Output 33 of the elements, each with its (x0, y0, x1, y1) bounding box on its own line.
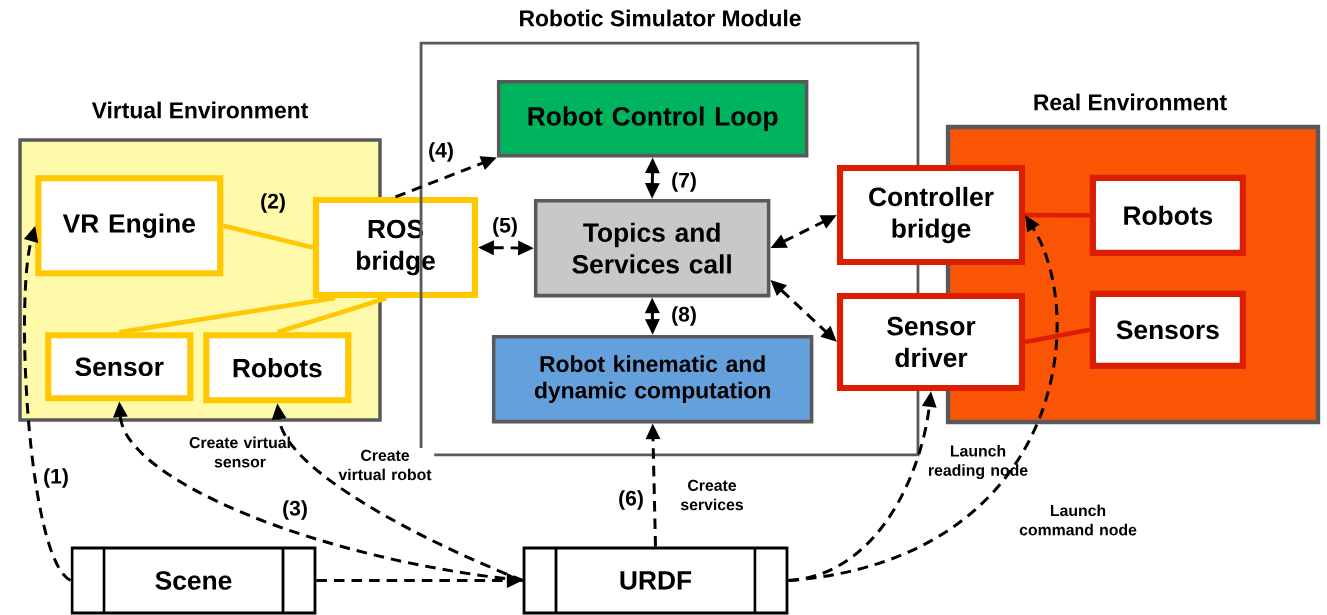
connector-line (222, 223, 314, 250)
process-box: Robots (203, 332, 352, 404)
connector-line (276, 295, 388, 335)
step-number: (2) (261, 193, 285, 213)
step-number: (4) (429, 142, 453, 162)
step-number: (6) (619, 490, 643, 510)
panel-title: Robotic Simulator Module (520, 9, 801, 27)
data-store: URDF (522, 546, 789, 615)
process-box: VR Engine (35, 175, 224, 277)
process-box: Robot kinematic and dynamic computation (491, 334, 814, 424)
edge-label: Create services (674, 478, 750, 513)
edge-label: Create virtual robot (335, 448, 435, 483)
process-box: Robots (1089, 174, 1246, 256)
edge-label: Launch command node (1016, 502, 1140, 538)
step-number: (5) (493, 217, 517, 237)
step-number: (1) (44, 468, 68, 488)
panel-title: Real Environment (1034, 93, 1227, 111)
step-number: (3) (283, 500, 307, 520)
process-box: Sensors (1089, 290, 1246, 369)
process-box: Sensor driver (836, 292, 1026, 392)
edge-label: Create virtual sensor (186, 434, 294, 470)
process-box: Controller bridge (836, 164, 1026, 266)
panel-title: Virtual Environment (91, 101, 308, 119)
connector-line (1025, 212, 1090, 218)
process-box: Topics and Services call (533, 198, 771, 298)
step-number: (8) (672, 306, 696, 326)
connector-line (1024, 327, 1091, 345)
step-number: (7) (672, 172, 696, 192)
data-store: Scene (70, 546, 317, 615)
connector-line (118, 295, 336, 335)
process-box: Sensor (45, 332, 194, 402)
edge-label: Launch reading node (925, 443, 1031, 481)
process-box: Robot Control Loop (496, 79, 809, 158)
